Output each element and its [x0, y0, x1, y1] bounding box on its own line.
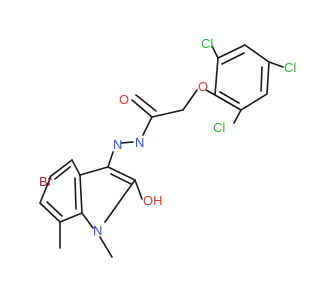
bond-ring-d3 — [219, 91, 240, 104]
atom-label-layer: Cl Cl Cl O O N N N Br OH — [39, 36, 296, 238]
atom-cl-bottom: Cl — [213, 120, 225, 135]
bond-to-cl-top — [211, 45, 219, 59]
bond-c3a-c4 — [71, 159, 81, 176]
bond-c2-to-oh — [134, 179, 143, 200]
atom-n-hydrazone-1: N — [135, 135, 144, 150]
bond-ring-1 — [217, 44, 246, 59]
bond-n-to-c3 — [107, 151, 114, 168]
bond-c7a-c3a-d — [74, 177, 77, 210]
bond-ring-2 — [244, 44, 270, 63]
bond-c4-c5-d — [54, 166, 71, 180]
bond-ring-4 — [240, 93, 268, 111]
atom-o-hydroxy: OH — [143, 193, 163, 208]
bond-ring-d2 — [260, 66, 263, 92]
bond-to-cl-bottom — [233, 109, 242, 124]
atom-cl-top: Cl — [201, 36, 213, 51]
atom-br: Br — [39, 174, 53, 189]
bond-co-to-n — [142, 116, 153, 136]
molecule-structure: Cl Cl Cl O O N N N Br OH — [39, 36, 296, 258]
bond-c4-c5 — [50, 159, 73, 177]
bond-co-to-o-d — [135, 94, 157, 112]
bond-c3-c2-d — [110, 173, 132, 185]
bond-ring-d1 — [221, 52, 245, 65]
bond-o-to-ch2 — [182, 89, 198, 111]
atom-cl-right: Cl — [284, 60, 296, 75]
bond-c2-to-n — [104, 179, 136, 223]
bond-ring-6 — [214, 57, 219, 96]
bond-c5-c6 — [39, 175, 52, 204]
bond-c6-c7-d — [46, 201, 63, 217]
bond-layer — [39, 44, 284, 258]
bond-ch2-to-co — [151, 109, 184, 118]
bond-c3-c3a — [79, 166, 109, 176]
bond-c5-to-br — [48, 175, 52, 180]
atom-o-carbonyl: O — [119, 92, 129, 107]
bond-n-to-c7a — [81, 212, 94, 229]
bond-co-to-o — [131, 99, 153, 118]
bond-to-cl-right — [268, 61, 284, 68]
bond-ring-to-o — [205, 89, 216, 96]
atom-o-ether: O — [198, 79, 208, 94]
bond-c3-c2 — [107, 166, 136, 181]
atom-n-indole: N — [93, 223, 102, 238]
atom-n-hydrazone-2: N — [113, 137, 122, 152]
bond-c7a-c3a — [79, 174, 83, 214]
bond-ring-3 — [266, 61, 270, 95]
bond-n-to-me — [99, 236, 113, 258]
bond-c6-c7 — [39, 202, 61, 223]
bond-n-n — [120, 141, 134, 144]
bond-ring-5 — [214, 94, 242, 111]
bond-c7-c7a — [59, 212, 83, 223]
